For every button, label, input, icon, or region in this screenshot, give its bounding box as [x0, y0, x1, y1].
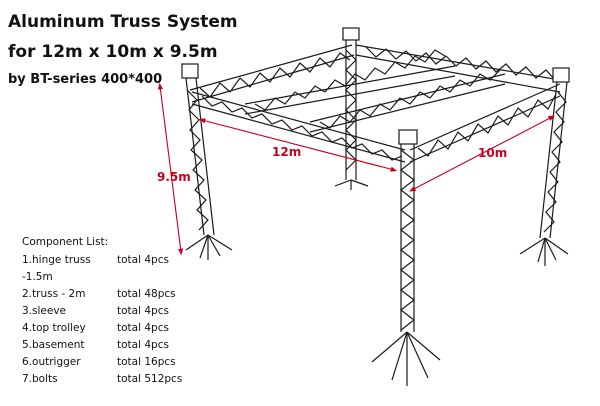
- component-name: 5.basement: [22, 339, 85, 351]
- width-dimension-line: [409, 115, 555, 192]
- component-name: 2.truss - 2m: [22, 288, 86, 300]
- component-list-title: Component List:: [22, 236, 109, 248]
- component-row: 4.top trolley total 4pcs: [22, 320, 182, 337]
- width-dimension-label: 10m: [478, 146, 508, 160]
- title-line-1: Aluminum Truss System: [8, 12, 238, 32]
- component-total: total 48pcs: [117, 288, 176, 300]
- title-line-2: for 12m x 10m x 9.5m: [8, 42, 218, 62]
- component-list: Component List: 1.hinge truss -1.5m tota…: [22, 234, 182, 388]
- length-dimension-line: [198, 118, 398, 172]
- component-total: total 4pcs: [117, 339, 169, 351]
- length-dimension-label: 12m: [272, 145, 302, 159]
- tower-front: [371, 129, 441, 386]
- dimension-lines: [157, 82, 555, 256]
- tower-left: [181, 63, 233, 260]
- component-row: 3.sleeve total 4pcs: [22, 303, 182, 320]
- component-row: 1.hinge truss -1.5m total 4pcs: [22, 252, 182, 286]
- component-total: total 4pcs: [117, 254, 169, 266]
- component-row: 2.truss - 2m total 48pcs: [22, 286, 182, 303]
- component-total: total 16pcs: [117, 356, 176, 368]
- component-total: total 4pcs: [117, 305, 169, 317]
- component-row: 7.bolts total 512pcs: [22, 371, 182, 388]
- component-name: 1.hinge truss -1.5m: [22, 254, 91, 283]
- component-total: total 4pcs: [117, 322, 169, 334]
- component-name: 4.top trolley: [22, 322, 86, 334]
- top-beam-cross-2: [309, 69, 506, 133]
- component-name: 6.outrigger: [22, 356, 81, 368]
- component-row: 5.basement total 4pcs: [22, 337, 182, 354]
- component-total: total 512pcs: [117, 373, 183, 385]
- tower-right: [519, 67, 570, 266]
- height-dimension-line: [157, 82, 184, 256]
- title-line-3: by BT-series 400*400: [8, 72, 163, 87]
- top-beam-cross-1: [244, 49, 456, 115]
- component-name: 3.sleeve: [22, 305, 66, 317]
- component-name: 7.bolts: [22, 373, 58, 385]
- height-dimension-label: 9.5m: [157, 170, 191, 184]
- top-beam-left: [189, 44, 355, 103]
- top-beam-back: [355, 44, 561, 93]
- component-row: 6.outrigger total 16pcs: [22, 354, 182, 371]
